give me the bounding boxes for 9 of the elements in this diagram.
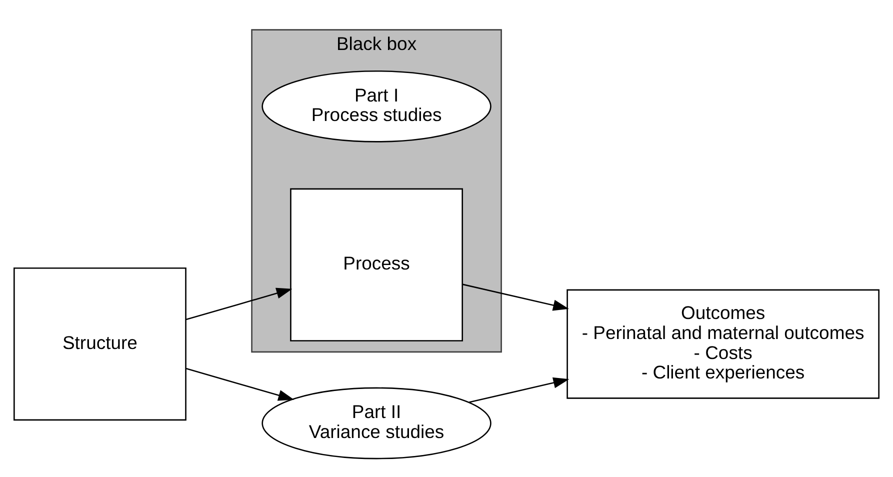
arrow: [468, 376, 570, 402]
node-ellipse: Part II Variance studies: [262, 386, 492, 459]
node-box: Process: [290, 188, 463, 341]
arrow: [186, 287, 292, 320]
node-box: Structure: [14, 266, 186, 420]
arrow: [186, 367, 294, 400]
node-ellipse: Part I Process studies: [262, 70, 492, 142]
node-box: Outcomes - Perinatal and maternal outcomes - Costs - Client experiences: [566, 288, 880, 398]
arrow: [462, 283, 569, 310]
